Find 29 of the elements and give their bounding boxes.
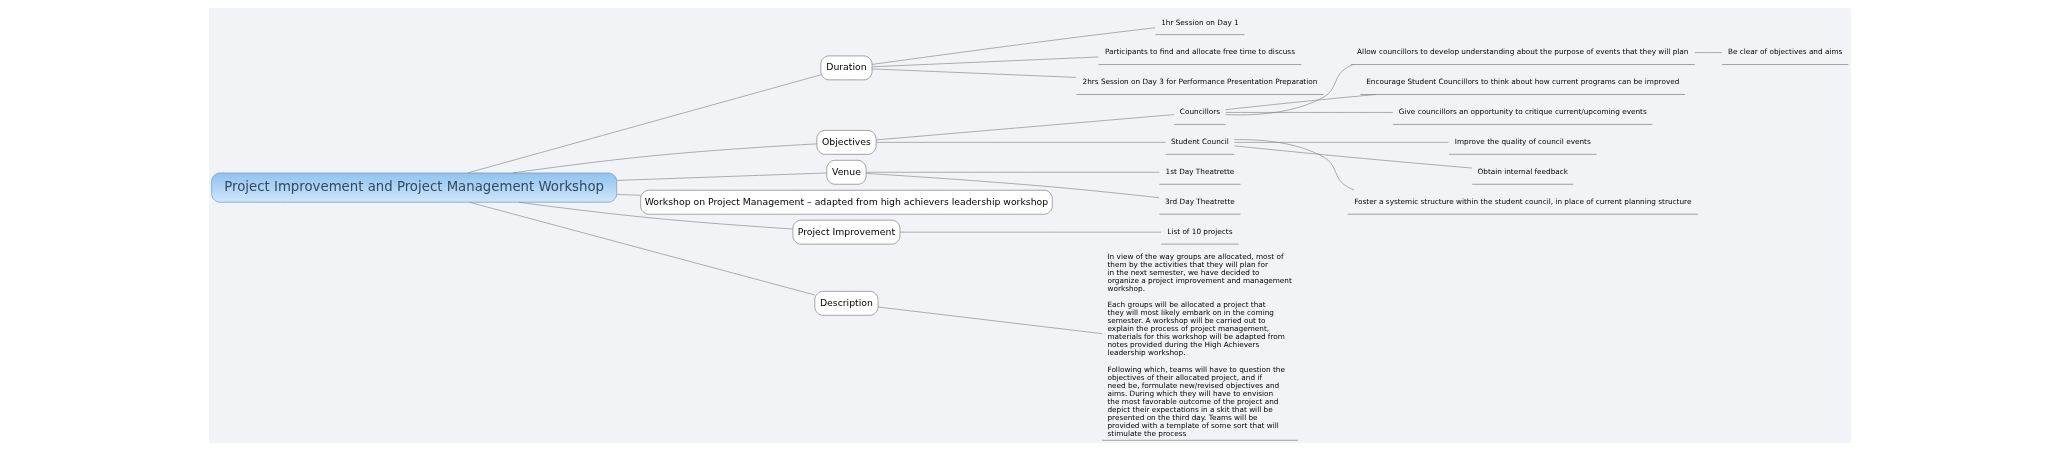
connector xyxy=(899,231,1162,233)
connector xyxy=(616,172,827,181)
connector xyxy=(518,201,794,230)
connector xyxy=(875,142,1166,143)
connector xyxy=(1225,112,1394,113)
node-box: Duration xyxy=(820,55,873,81)
connector xyxy=(865,171,1160,173)
node-box: Workshop on Project Management – adapted from high achievers leadership workshop xyxy=(640,189,1053,215)
connector xyxy=(1234,145,1473,169)
connector xyxy=(469,201,816,296)
connector xyxy=(1225,94,1377,111)
connector xyxy=(467,74,822,174)
connector xyxy=(871,56,1099,68)
node-box: Venue xyxy=(826,160,867,185)
connector xyxy=(512,143,818,174)
node-box: Objectives xyxy=(816,130,877,155)
connector xyxy=(871,68,1077,78)
connector xyxy=(1225,64,1353,116)
connector xyxy=(865,173,1160,198)
connector xyxy=(871,27,1156,65)
connector xyxy=(1694,52,1723,53)
node-box: Project Improvement and Project Management Workshop xyxy=(211,172,617,203)
connector xyxy=(1234,142,1450,143)
node-box: Project Improvement xyxy=(792,219,901,245)
node-box: Description xyxy=(814,291,879,316)
connector xyxy=(877,306,1103,334)
connector xyxy=(875,114,1175,141)
connector xyxy=(1233,139,1355,191)
connector xyxy=(616,194,641,196)
